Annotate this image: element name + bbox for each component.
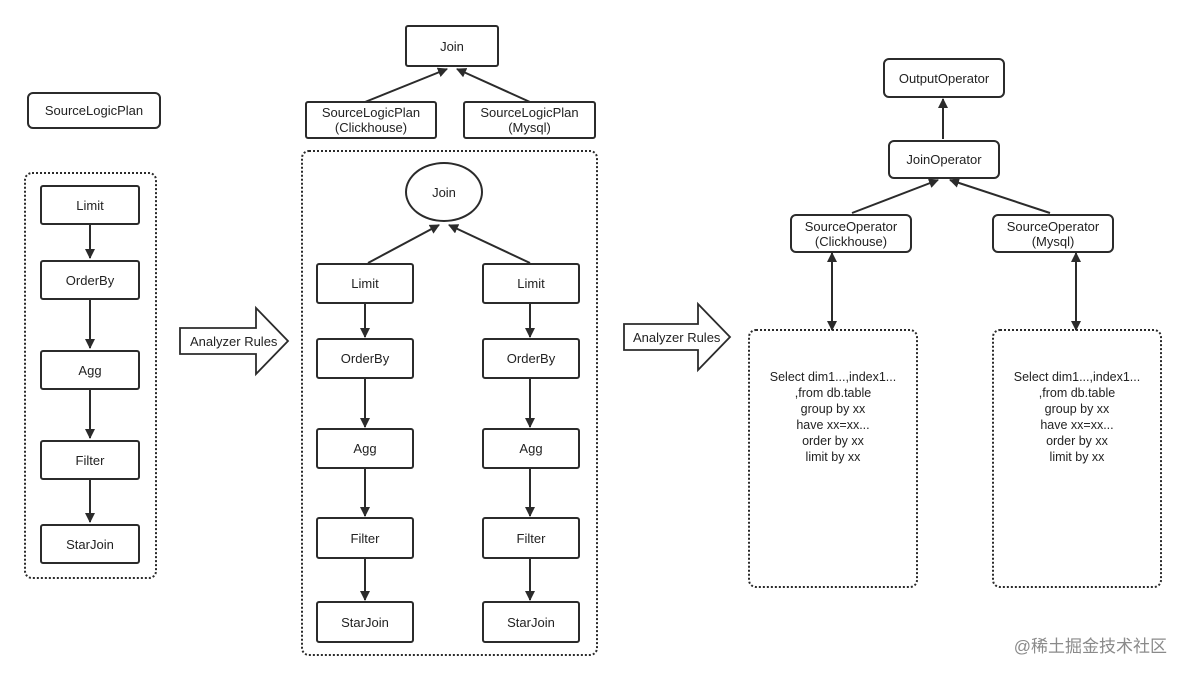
stage2-right-agg-node: Agg [482, 428, 580, 469]
edge-limit-left-join [367, 224, 440, 264]
source-operator-clickhouse-node: SourceOperator (Clickhouse) [790, 214, 912, 253]
stage2-left-starjoin-node: StarJoin [316, 601, 414, 643]
edge-source-ch-joinop [851, 178, 939, 214]
edge-limit-right-join [448, 224, 531, 264]
source-operator-mysql-node: SourceOperator (Mysql) [992, 214, 1114, 253]
stage2-source-mysql-node: SourceLogicPlan (Mysql) [463, 101, 596, 139]
analyzer-rules-label-2: Analyzer Rules [633, 330, 721, 345]
stage2-left-filter-node: Filter [316, 517, 414, 559]
stage1-orderby-node: OrderBy [40, 260, 140, 300]
stage2-left-limit-node: Limit [316, 263, 414, 304]
sql-right-group [992, 329, 1162, 588]
stage2-top-join-node: Join [405, 25, 499, 67]
sql-right-text: Select dim1...,index1... ,from db.table … [1013, 369, 1141, 464]
edge-source-ch-join [364, 67, 448, 103]
watermark-text: @稀土掘金技术社区 [1013, 637, 1167, 656]
stage2-left-agg-node: Agg [316, 428, 414, 469]
stage2-source-clickhouse-node: SourceLogicPlan (Clickhouse) [305, 101, 437, 139]
transform-arrow-1 [179, 305, 290, 377]
analyzer-rules-label-1: Analyzer Rules [190, 334, 278, 349]
join-operator-node: JoinOperator [888, 140, 1000, 179]
source-logic-plan-node: SourceLogicPlan [27, 92, 161, 129]
sql-left-group [748, 329, 918, 588]
stage2-right-orderby-node: OrderBy [482, 338, 580, 379]
transform-arrow-2 [623, 301, 732, 373]
stage1-filter-node: Filter [40, 440, 140, 480]
stage2-right-limit-node: Limit [482, 263, 580, 304]
output-operator-node: OutputOperator [883, 58, 1005, 98]
edge-source-mysql-join [456, 68, 531, 103]
stage2-right-starjoin-node: StarJoin [482, 601, 580, 643]
sql-left-text: Select dim1...,index1... ,from db.table … [769, 369, 897, 464]
stage2-plan-group [301, 150, 598, 656]
stage1-plan-group [24, 172, 157, 579]
stage1-agg-node: Agg [40, 350, 140, 390]
stage2-inner-join-node: Join [405, 162, 483, 222]
edge-source-mysql-joinop [949, 178, 1051, 214]
stage2-left-orderby-node: OrderBy [316, 338, 414, 379]
stage1-limit-node: Limit [40, 185, 140, 225]
stage1-starjoin-node: StarJoin [40, 524, 140, 564]
stage2-right-filter-node: Filter [482, 517, 580, 559]
